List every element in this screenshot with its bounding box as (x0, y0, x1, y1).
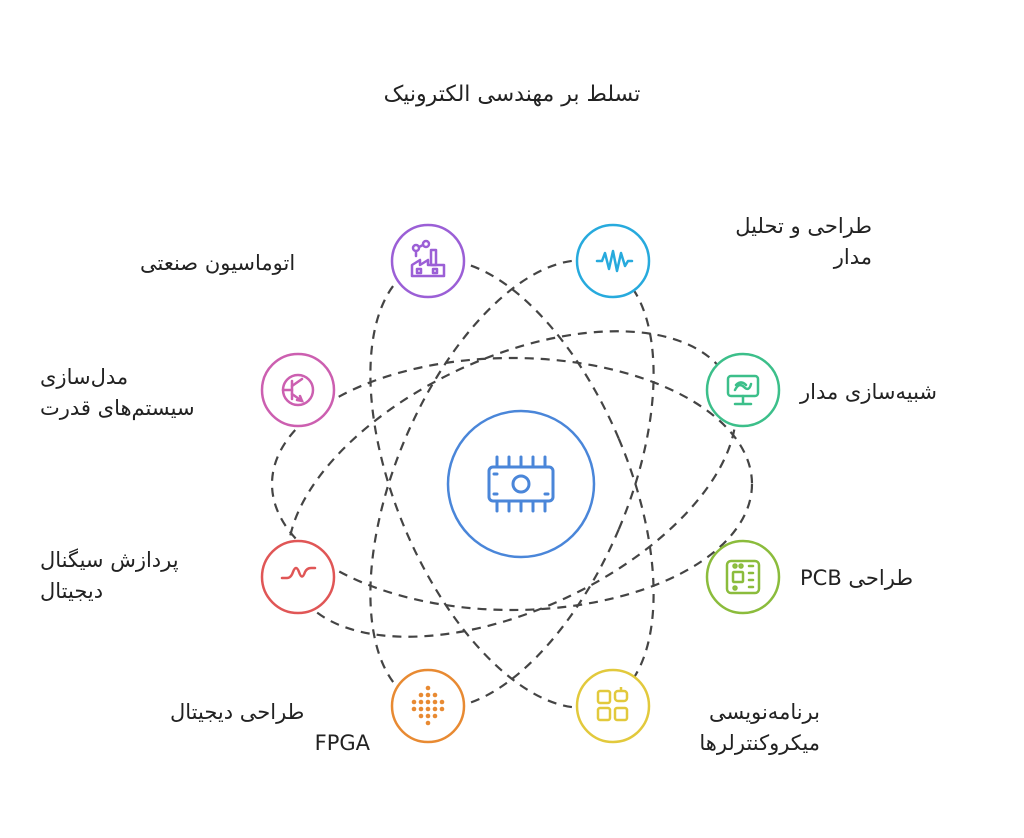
label-power-modeling: مدل‌سازی سیستم‌های قدرت (40, 362, 240, 424)
node-fpga-design (390, 668, 466, 744)
label-line: طراحی دیجیتال (170, 700, 305, 724)
transistor-icon (281, 373, 315, 407)
node-dsp (260, 539, 336, 615)
signal-icon (280, 566, 317, 580)
robot-apps-icon (596, 687, 629, 722)
label-dsp: پردازش سیگنال دیجیتال (40, 545, 240, 607)
monitor-icon (726, 374, 760, 406)
label-line: میکروکنترلرها (699, 731, 820, 755)
dot-grid-icon (411, 685, 445, 726)
label-line: اتوماسیون صنعتی (140, 251, 296, 275)
label-line: دیجیتال (40, 579, 104, 603)
node-microcontroller-programming (575, 668, 651, 744)
label-line: PCB طراحی (800, 566, 914, 590)
label-line: طراحی و تحلیل (735, 214, 872, 238)
label-fpga-design: طراحی دیجیتال FPGA (170, 697, 370, 759)
label-circuit-design: طراحی و تحلیل مدار (672, 211, 872, 273)
label-line: برنامه‌نویسی (709, 700, 820, 724)
label-industrial-automation: اتوماسیون صنعتی (140, 248, 370, 279)
label-line: مدار (833, 245, 872, 269)
label-microcontroller-programming: برنامه‌نویسی میکروکنترلرها (620, 697, 820, 759)
orbit-path (270, 356, 754, 612)
label-line: پردازش سیگنال (40, 548, 179, 572)
diagram-title: تسلط بر مهندسی الکترونیک (383, 82, 641, 107)
orbit-path (369, 259, 655, 709)
factory-icon (410, 239, 446, 278)
label-line: سیستم‌های قدرت (40, 396, 195, 420)
label-line: مدل‌سازی (40, 365, 129, 389)
node-power-modeling (260, 352, 336, 428)
node-circuit-simulation (705, 352, 781, 428)
label-line: FPGA (314, 731, 370, 755)
label-line: شبیه‌سازی مدار (800, 380, 938, 404)
node-circuit-design (575, 223, 651, 299)
orbit-path (369, 259, 655, 709)
pcb-icon (725, 559, 761, 595)
node-industrial-automation (390, 223, 466, 299)
label-pcb-design: PCB طراحی (800, 563, 950, 594)
node-pcb-design (705, 539, 781, 615)
center-node (446, 409, 596, 559)
label-circuit-simulation: شبیه‌سازی مدار (800, 377, 980, 408)
chip-icon (487, 455, 555, 513)
waveform-icon (595, 249, 634, 273)
